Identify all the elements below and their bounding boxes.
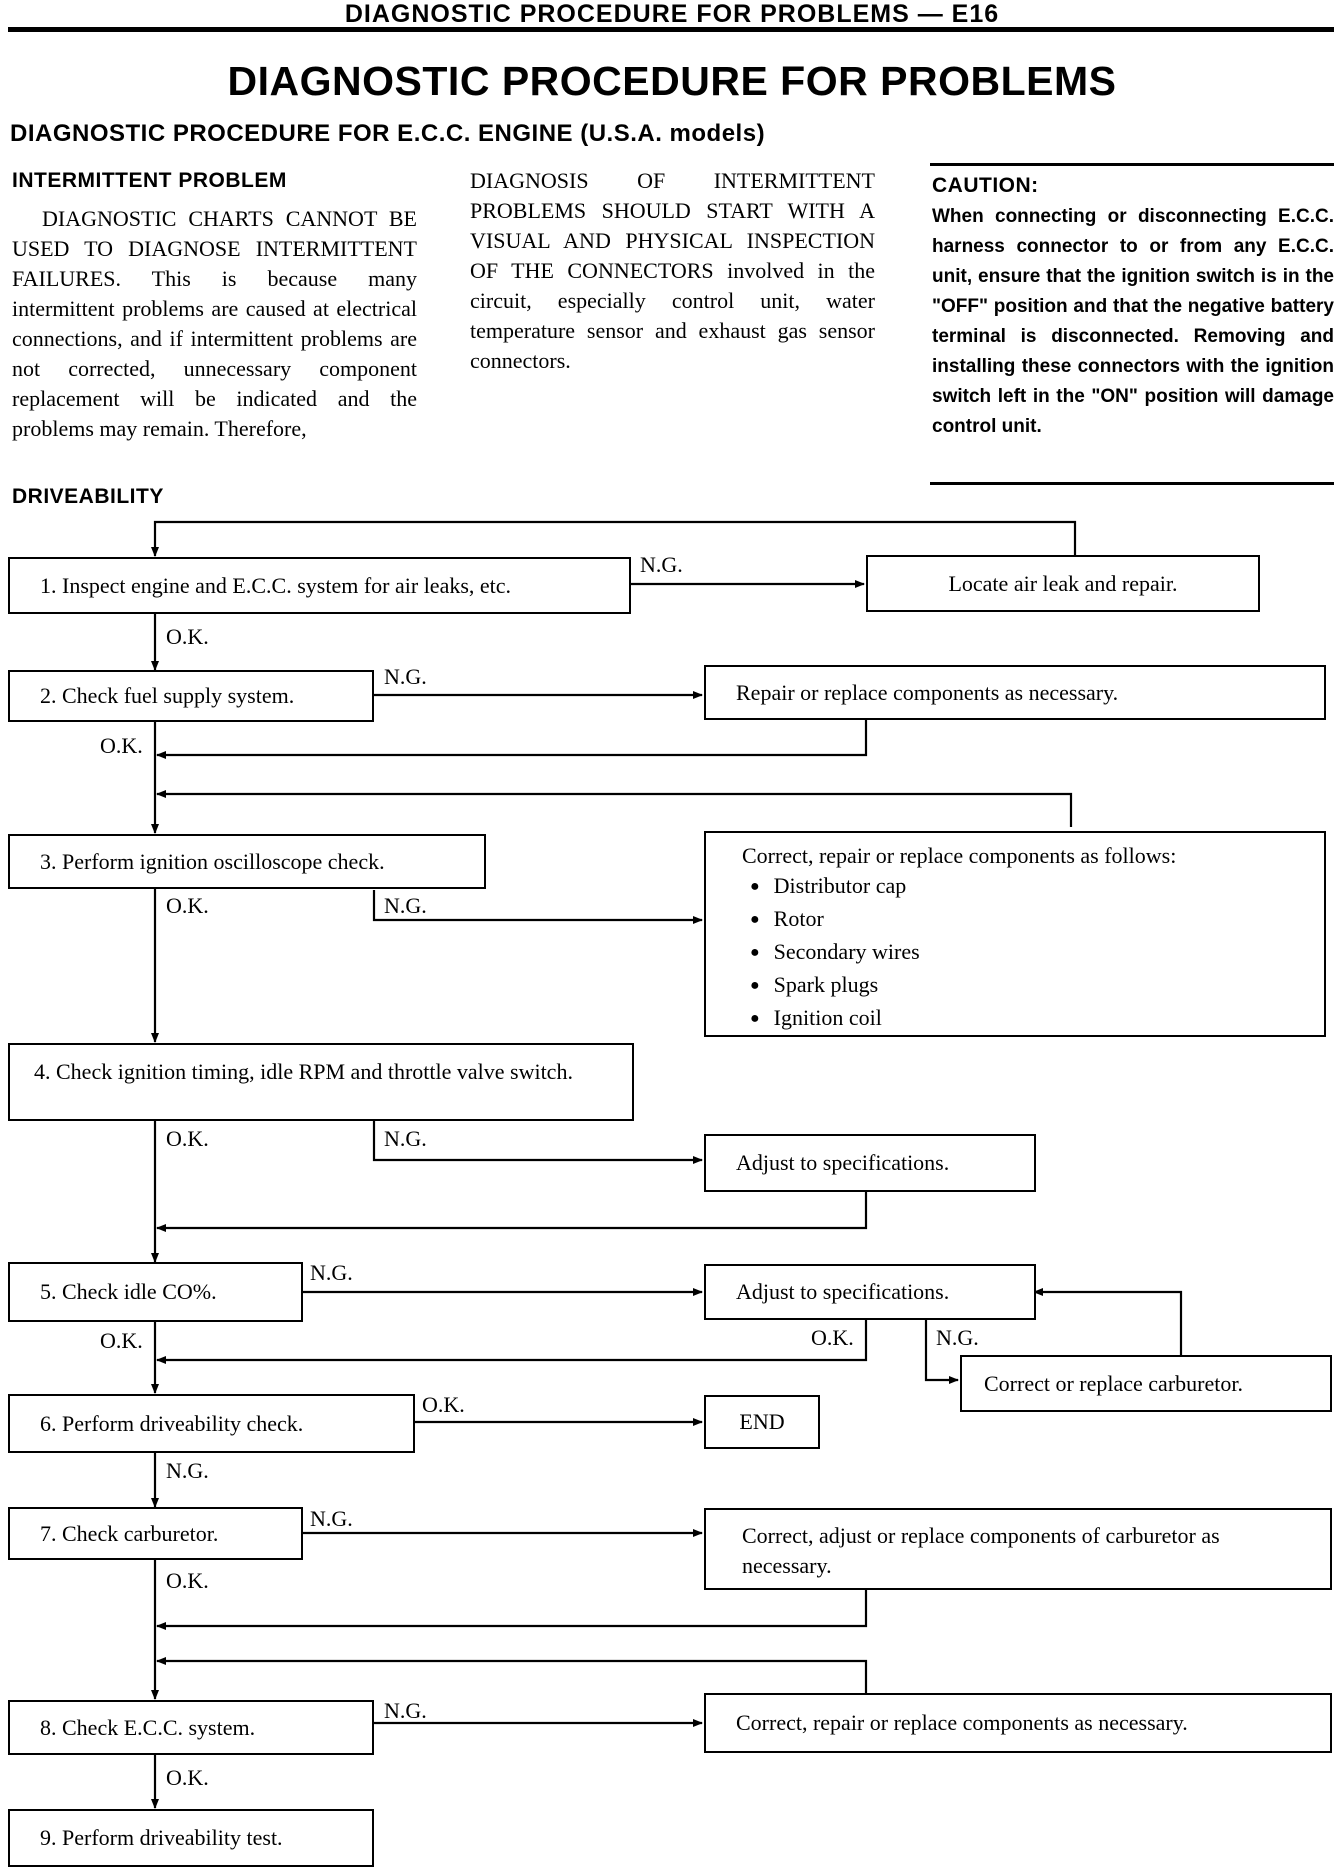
section-subtitle: DIAGNOSTIC PROCEDURE FOR E.C.C. ENGINE (… <box>10 120 766 147</box>
list-item: Secondary wires <box>774 937 920 970</box>
action-adjust-specs-1: Adjust to specifications. <box>704 1134 1036 1192</box>
list-item: Spark plugs <box>774 970 920 1003</box>
a2-return-arrow <box>156 720 868 759</box>
ignition-components-title: Correct, repair or replace components as… <box>742 843 1177 868</box>
a5-ng-arrow <box>924 1320 959 1384</box>
driveability-heading: DRIVEABILITY <box>12 485 164 508</box>
intermittent-col2-rest: involved in the circuit, especially cont… <box>470 258 875 373</box>
caution-box: CAUTION: When connecting or disconnectin… <box>932 174 1334 442</box>
action-ignition-components: Correct, repair or replace components as… <box>704 831 1326 1037</box>
list-item: Distributor cap <box>774 871 920 904</box>
loop-into-step-1 <box>151 520 1077 557</box>
a5-ok-return-arrow <box>156 1320 868 1364</box>
list-item: Rotor <box>774 904 920 937</box>
action-repair-fuel: Repair or replace components as necessar… <box>704 665 1326 720</box>
step5-ok-label: O.K. <box>100 1328 143 1353</box>
step-6-box: 6. Perform driveability check. <box>8 1394 415 1453</box>
step-1-box: 1. Inspect engine and E.C.C. system for … <box>8 557 631 614</box>
step3-ng-label: N.G. <box>384 893 427 918</box>
step-3-box: 3. Perform ignition oscilloscope check. <box>8 834 486 889</box>
page-title: DIAGNOSTIC PROCEDURE FOR PROBLEMS <box>227 58 1117 104</box>
step3-ok-label: O.K. <box>166 893 209 918</box>
action-adjust-specs-2: Adjust to specifications. <box>704 1264 1036 1320</box>
a5-ok-label: O.K. <box>811 1325 854 1350</box>
list-item: Ignition coil <box>774 1003 920 1036</box>
step-4-box: 4. Check ignition timing, idle RPM and t… <box>8 1043 634 1121</box>
step6-ok-label: O.K. <box>422 1392 465 1417</box>
step6-ng-label: N.G. <box>166 1458 209 1483</box>
step7-ok-label: O.K. <box>166 1568 209 1593</box>
ignition-components-list: Distributor cap Rotor Secondary wires Sp… <box>742 871 920 1036</box>
caution-title: CAUTION: <box>932 174 1039 197</box>
step-8-box: 8. Check E.C.C. system. <box>8 1700 374 1755</box>
a5b-return-arrow <box>1033 1288 1183 1355</box>
a5-ng-label: N.G. <box>936 1325 979 1350</box>
step-7-box: 7. Check carburetor. <box>8 1507 303 1560</box>
a3-return-arrow <box>156 790 1073 827</box>
a4-return-arrow <box>156 1192 868 1232</box>
action-replace-carburetor: Correct or replace carburetor. <box>960 1355 1332 1412</box>
action-locate-air-leak: Locate air leak and repair. <box>866 555 1260 612</box>
intermittent-col1-text: DIAGNOSTIC CHARTS CANNOT BE USED TO DIAG… <box>12 204 417 444</box>
step7-ng-label: N.G. <box>310 1506 353 1531</box>
step2-ng-label: N.G. <box>384 664 427 689</box>
caution-bottom-rule <box>930 482 1334 485</box>
step1-ng-label: N.G. <box>640 552 683 577</box>
a8-return-arrow <box>156 1657 868 1693</box>
step-2-box: 2. Check fuel supply system. <box>8 670 374 722</box>
action-ecc-components: Correct, repair or replace components as… <box>704 1693 1332 1753</box>
header-rule <box>8 27 1334 32</box>
running-header: DIAGNOSTIC PROCEDURE FOR PROBLEMS — E16 <box>344 0 1000 28</box>
step4-ng-label: N.G. <box>384 1126 427 1151</box>
intermittent-heading: INTERMITTENT PROBLEM <box>12 169 287 192</box>
intermittent-col2-caps: DIAGNOSIS OF INTERMITTENT PROBLEMS SHOUL… <box>470 168 875 283</box>
step5-ng-label: N.G. <box>310 1260 353 1285</box>
caution-top-rule <box>930 163 1334 166</box>
action-end: END <box>704 1395 820 1449</box>
intermittent-col1-caps: DIAGNOSTIC CHARTS CANNOT BE USED TO DIAG… <box>12 206 417 291</box>
step4-ok-label: O.K. <box>166 1126 209 1151</box>
step3-ng-arrow <box>372 890 703 924</box>
step4-ng-arrow <box>372 1121 703 1164</box>
action-carburetor-components: Correct, adjust or replace components of… <box>704 1508 1332 1590</box>
intermittent-column-2: DIAGNOSIS OF INTERMITTENT PROBLEMS SHOUL… <box>470 166 875 376</box>
a7-return-arrow <box>156 1590 868 1630</box>
step2-ok-label: O.K. <box>100 733 143 758</box>
step8-ok-label: O.K. <box>166 1765 209 1790</box>
step1-ok-label: O.K. <box>166 624 209 649</box>
step8-ng-label: N.G. <box>384 1698 427 1723</box>
step-5-box: 5. Check idle CO%. <box>8 1262 303 1322</box>
caution-text: When connecting or disconnecting E.C.C. … <box>932 206 1334 437</box>
intermittent-col1-rest: This is because many intermittent proble… <box>12 266 417 441</box>
step-9-box: 9. Perform driveability test. <box>8 1809 374 1867</box>
intermittent-column-1: INTERMITTENT PROBLEM DIAGNOSTIC CHARTS C… <box>12 166 417 444</box>
